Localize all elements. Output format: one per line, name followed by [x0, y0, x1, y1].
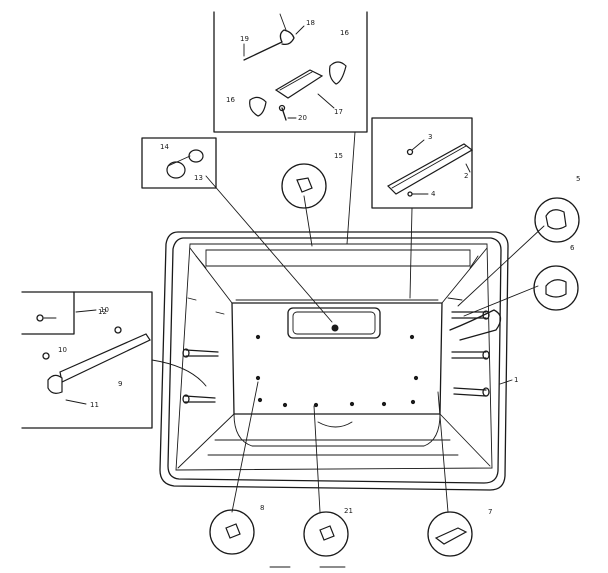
callout-15: 15: [334, 152, 343, 160]
callout-14: 14: [160, 143, 169, 151]
callout-16b: 16: [226, 96, 235, 104]
callout-8: 8: [260, 504, 264, 512]
callout-13: 13: [194, 174, 203, 182]
callout-1: 1: [514, 376, 518, 384]
leader-lines: [151, 131, 545, 513]
inset-box-top: [213, 11, 368, 133]
detail-circle-21: [303, 511, 349, 557]
callout-10b: 10: [58, 346, 67, 354]
callout-10a: 10: [100, 306, 109, 314]
callout-16a: 16: [340, 29, 349, 37]
callout-9: 9: [118, 380, 122, 388]
callout-11: 11: [90, 401, 99, 409]
detail-circle-8: [209, 509, 255, 555]
inset-box-left: [21, 291, 153, 429]
callout-7: 7: [488, 508, 492, 516]
callout-5: 5: [576, 175, 580, 183]
detail-circle-6: [533, 265, 579, 311]
callout-17: 17: [334, 108, 343, 116]
detail-circle-5: [534, 197, 580, 243]
housing-frame: [159, 231, 509, 491]
inset-box-right: [371, 117, 474, 209]
callout-3: 3: [428, 133, 432, 141]
callout-18: 18: [306, 19, 315, 27]
inset-box-small: [141, 137, 217, 189]
detail-circle-15: [281, 163, 327, 209]
callout-labels: 1 2 3 4 5 6 7 8 9 10 10 11 12 13 14 15 1…: [58, 19, 580, 516]
callout-4: 4: [431, 190, 436, 198]
callout-2: 2: [464, 172, 468, 180]
callout-6: 6: [570, 244, 575, 252]
callout-21: 21: [344, 507, 353, 515]
detail-circle-7: [427, 511, 473, 557]
callout-19: 19: [240, 35, 249, 43]
callout-12: 12: [98, 308, 107, 316]
callout-20: 20: [298, 114, 307, 122]
